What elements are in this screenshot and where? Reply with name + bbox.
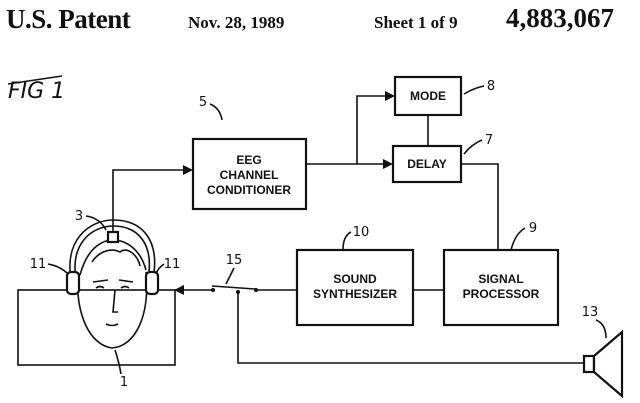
eeg-channel-conditioner-block: EEG CHANNEL CONDITIONER	[191, 137, 308, 211]
ref-7: 7	[485, 133, 493, 148]
headset	[65, 219, 160, 296]
right-earphone	[144, 270, 160, 296]
speaker	[582, 329, 624, 399]
ref-11-right: 11	[164, 257, 181, 272]
ref-8: 8	[487, 79, 495, 94]
mode-label: MODE	[410, 89, 446, 103]
ref-5: 5	[199, 95, 207, 110]
patent-number: 4,883,067	[506, 3, 614, 33]
electrode	[106, 230, 120, 244]
signal-label-line1: SIGNAL	[478, 272, 523, 286]
synth-label-line1: SOUND	[333, 272, 377, 286]
sheet-number: Sheet 1 of 9	[374, 13, 458, 32]
signal-processor-block: SIGNAL PROCESSOR	[442, 248, 560, 327]
signal-label-line2: PROCESSOR	[463, 287, 540, 301]
patent-title: U.S. Patent	[6, 4, 131, 34]
delay-block: DELAY	[391, 144, 463, 184]
ref-3: 3	[75, 209, 83, 224]
figure-label-underline	[7, 75, 63, 85]
ref-11-left: 11	[30, 257, 47, 272]
synth-label-line2: SYNTHESIZER	[313, 287, 397, 301]
ref-15: 15	[226, 253, 243, 268]
sound-synthesizer-block: SOUND SYNTHESIZER	[295, 248, 415, 327]
delay-label: DELAY	[407, 157, 447, 171]
eeg-label-line2: CHANNEL	[220, 168, 279, 182]
connections	[112, 91, 584, 364]
ref-13: 13	[582, 305, 599, 320]
reference-numerals: 5 8 7 9 10 3 11 11 15 1 13	[30, 79, 607, 390]
ref-10: 10	[353, 225, 370, 240]
ref-1: 1	[120, 375, 128, 390]
left-earphone	[65, 270, 81, 296]
eeg-label-line3: CONDITIONER	[207, 183, 291, 197]
subject-head	[17, 239, 176, 366]
patent-date: Nov. 28, 1989	[188, 13, 285, 32]
ref-9: 9	[529, 221, 537, 236]
mode-block: MODE	[393, 75, 463, 117]
eeg-label-line1: EEG	[236, 153, 261, 167]
